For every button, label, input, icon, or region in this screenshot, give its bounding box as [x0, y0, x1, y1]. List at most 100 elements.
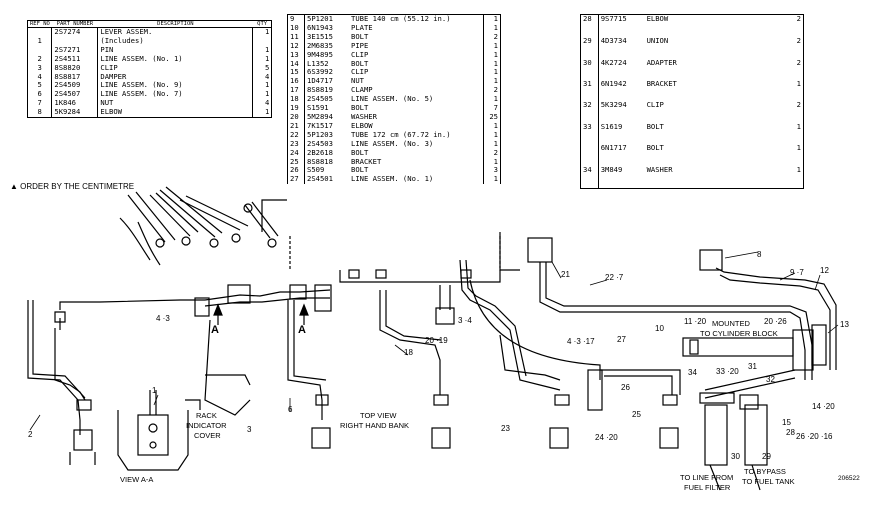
ref-cell: 8 — [27, 107, 53, 118]
ref-cell: 23 — [287, 139, 305, 149]
description-cell: ELBOW — [349, 121, 484, 131]
order-note: ▲ ORDER BY THE CENTIMETRE — [10, 182, 135, 191]
qty-cell: 7 — [493, 103, 498, 113]
description-cell: LINE ASSEM. (No. 5) — [349, 94, 484, 105]
part-number-cell: 8S8818 — [307, 156, 333, 166]
ref-cell: 12 — [287, 41, 305, 51]
right-tubes — [527, 237, 837, 491]
description-cell: CLAMP — [349, 85, 484, 96]
ref-cell: 32 — [580, 100, 599, 123]
description-cell: BOLT — [646, 143, 664, 153]
ref-cell: 7 — [27, 98, 53, 109]
description-cell: BOLT — [349, 32, 484, 42]
qty-cell: 1 — [493, 120, 498, 130]
qty-cell: 1 — [493, 49, 498, 59]
ref-cell: 28 — [580, 14, 599, 38]
description-cell: BOLT — [349, 166, 484, 176]
callout-13: 13 — [840, 320, 849, 329]
part-number-cell: 1D4717 — [307, 76, 333, 86]
part-number-cell: 3M849 — [600, 164, 623, 174]
description-cell: TUBE 140 cm (55.12 in.) — [349, 14, 484, 24]
part-number-cell: 2S4509 — [51, 81, 99, 91]
qty-cell: 1 — [493, 129, 498, 139]
description-cell: NUT — [349, 76, 484, 87]
description-cell: BRACKET — [349, 157, 484, 167]
callout-14-20: 14 ·20 — [812, 402, 835, 411]
description-cell: ELBOW — [97, 107, 254, 118]
callout-28: 28 — [786, 428, 795, 437]
ref-cell — [580, 144, 599, 166]
qty-cell: 1 — [493, 174, 498, 184]
mounted-caption-1: MOUNTED — [712, 319, 750, 328]
callout-27: 27 — [617, 335, 626, 344]
part-number-cell: 2B2618 — [307, 147, 333, 157]
part-number-cell: 7K1517 — [307, 120, 333, 130]
callout-24-20: 24 ·20 — [595, 433, 618, 442]
callout-31: 31 — [748, 362, 757, 371]
header-part-number: PART NUMBER — [51, 20, 98, 28]
callout-12: 12 — [820, 266, 829, 275]
qty-cell: 1 — [265, 53, 270, 63]
qty-cell — [253, 37, 272, 46]
qty-cell: 1 — [493, 76, 498, 86]
view-aa-caption: VIEW A-A — [120, 475, 154, 484]
callout-30: 30 — [731, 452, 740, 461]
ref-cell: 15 — [287, 68, 305, 78]
callout-22-7: 22 ·7 — [605, 273, 624, 282]
part-number-cell: 2S7274 — [51, 27, 99, 37]
callout-15: 15 — [782, 418, 791, 427]
part-number-cell: S1591 — [307, 103, 329, 113]
qty-cell: 1 — [265, 107, 270, 117]
qty-cell: 1 — [493, 138, 498, 148]
qty-cell: 1 — [265, 27, 270, 36]
callout-26-20-16: 26 ·20 ·16 — [796, 432, 833, 441]
leader-lines — [29, 251, 839, 431]
qty-cell: 1 — [265, 80, 270, 90]
part-number-cell: 6N1942 — [600, 79, 627, 89]
callout-3: 3 — [247, 425, 252, 434]
center-lines — [194, 259, 681, 449]
callout-4-3-17: 4 ·3 ·17 — [567, 337, 595, 346]
pump-housing — [261, 199, 520, 283]
callout-20-26: 20 ·26 — [764, 317, 787, 326]
qty-cell: 1 — [265, 89, 270, 99]
ref-cell: 33 — [580, 122, 599, 145]
ref-cell: 4 — [27, 72, 53, 82]
part-number-cell: 6S3992 — [307, 67, 333, 77]
qty-cell: 3 — [493, 165, 498, 175]
ref-cell: 6 — [27, 89, 53, 100]
ref-cell: 11 — [287, 32, 305, 42]
callout-11-20: 11 ·20 — [684, 317, 707, 326]
qty-cell: 1 — [493, 156, 498, 166]
callout-23: 23 — [501, 424, 510, 433]
callout-6: 6 — [288, 405, 293, 414]
callout-2: 2 — [28, 430, 33, 439]
qty-cell: 1 — [493, 58, 498, 68]
qty-cell: 2 — [796, 14, 801, 23]
table-row: 1(Includes) — [27, 36, 272, 46]
callout-25: 25 — [632, 410, 641, 419]
ref-cell: 10 — [287, 23, 305, 33]
top-view-caption-2: RIGHT HAND BANK — [340, 421, 410, 430]
callout-21: 21 — [561, 270, 570, 279]
qty-cell: 1 — [796, 121, 801, 131]
part-number-cell: 1K846 — [51, 98, 99, 109]
qty-cell: 1 — [265, 44, 270, 54]
description-cell: LEVER ASSEM. — [97, 27, 254, 37]
